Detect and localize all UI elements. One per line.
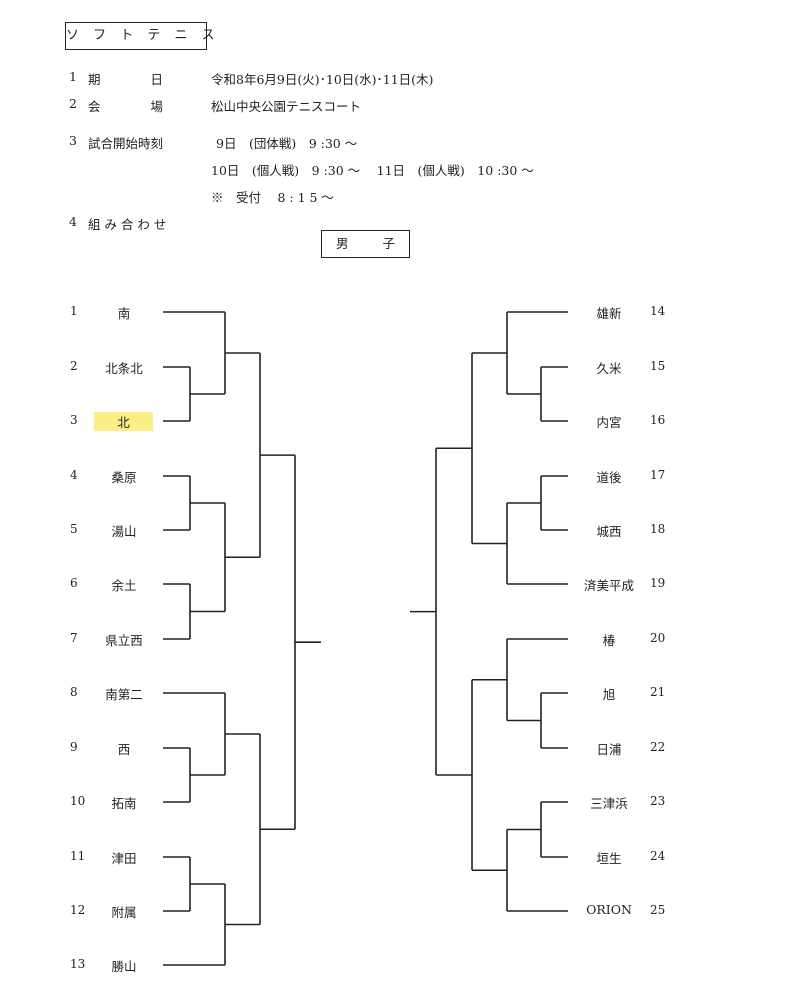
team-number: 11 [70, 849, 86, 863]
team-name: 南 [117, 306, 131, 321]
section-boys: 男 子 [321, 230, 410, 258]
team-number: 14 [650, 304, 666, 318]
team-number: 6 [70, 576, 78, 590]
info-num-1: 1 [69, 69, 77, 84]
info-value-date: 令和8年6月9日(火)･10日(水)･11日(木) [211, 72, 434, 87]
team-number: 1 [70, 304, 78, 318]
team-name: 北条北 [105, 361, 143, 376]
info-label-venue: 会 場 [88, 99, 164, 114]
team-name: 旭 [602, 687, 616, 702]
info-time-line-1: 9日 (団体戦) 9 :30 〜 [216, 136, 358, 151]
team-number: 21 [650, 685, 666, 699]
team-name: 雄新 [596, 306, 622, 321]
team-name: 湯山 [111, 524, 137, 539]
team-name: ORION [586, 902, 632, 917]
team-number: 2 [70, 359, 78, 373]
team-name: 拓南 [111, 796, 137, 811]
team-number: 25 [650, 903, 666, 917]
info-label-draw: 組 み 合 わ せ [88, 217, 167, 232]
team-number: 9 [70, 740, 78, 754]
team-name: 余土 [111, 578, 137, 593]
team-name: 南第二 [105, 687, 143, 702]
info-reception: ※ 受付 8 : 1 5 〜 [211, 190, 334, 205]
team-name: 県立西 [105, 633, 143, 648]
team-name: 内宮 [596, 415, 622, 430]
team-name: 勝山 [111, 959, 137, 974]
team-number: 12 [70, 903, 86, 917]
team-number: 18 [650, 522, 666, 536]
page-title: ソ フ ト テ ニ ス [65, 22, 215, 50]
team-name: 北 [94, 412, 153, 431]
info-num-4: 4 [69, 214, 77, 229]
team-number: 16 [650, 413, 666, 427]
team-name: 附属 [111, 905, 137, 920]
team-name: 椿 [602, 633, 616, 648]
team-number: 19 [650, 576, 666, 590]
team-name: 垣生 [596, 851, 622, 866]
team-number: 13 [70, 957, 86, 971]
team-name: 桑原 [111, 470, 137, 485]
team-name: 久米 [596, 361, 622, 376]
team-number: 3 [70, 413, 78, 427]
team-name: 西 [117, 742, 131, 757]
team-name: 城西 [596, 524, 622, 539]
info-num-2: 2 [69, 96, 77, 111]
team-number: 23 [650, 794, 666, 808]
team-number: 10 [70, 794, 86, 808]
team-number: 17 [650, 468, 666, 482]
team-number: 5 [70, 522, 78, 536]
info-time-line-2: 10日 (個人戦) 9 :30 〜 11日 (個人戦) 10 :30 〜 [211, 163, 534, 178]
team-number: 20 [650, 631, 666, 645]
team-name: 津田 [111, 851, 137, 866]
info-label-start-time: 試合開始時刻 [88, 136, 164, 151]
info-num-3: 3 [69, 133, 77, 148]
info-value-venue: 松山中央公園テニスコート [211, 99, 362, 114]
team-number: 8 [70, 685, 78, 699]
team-number: 22 [650, 740, 666, 754]
team-name: 日浦 [596, 742, 622, 757]
info-label-date: 期 日 [88, 72, 164, 87]
team-number: 7 [70, 631, 78, 645]
team-number: 15 [650, 359, 666, 373]
team-number: 24 [650, 849, 666, 863]
team-name: 三津浜 [590, 796, 628, 811]
team-name: 道後 [596, 470, 622, 485]
team-name: 済美平成 [583, 578, 634, 593]
team-number: 4 [70, 468, 78, 482]
